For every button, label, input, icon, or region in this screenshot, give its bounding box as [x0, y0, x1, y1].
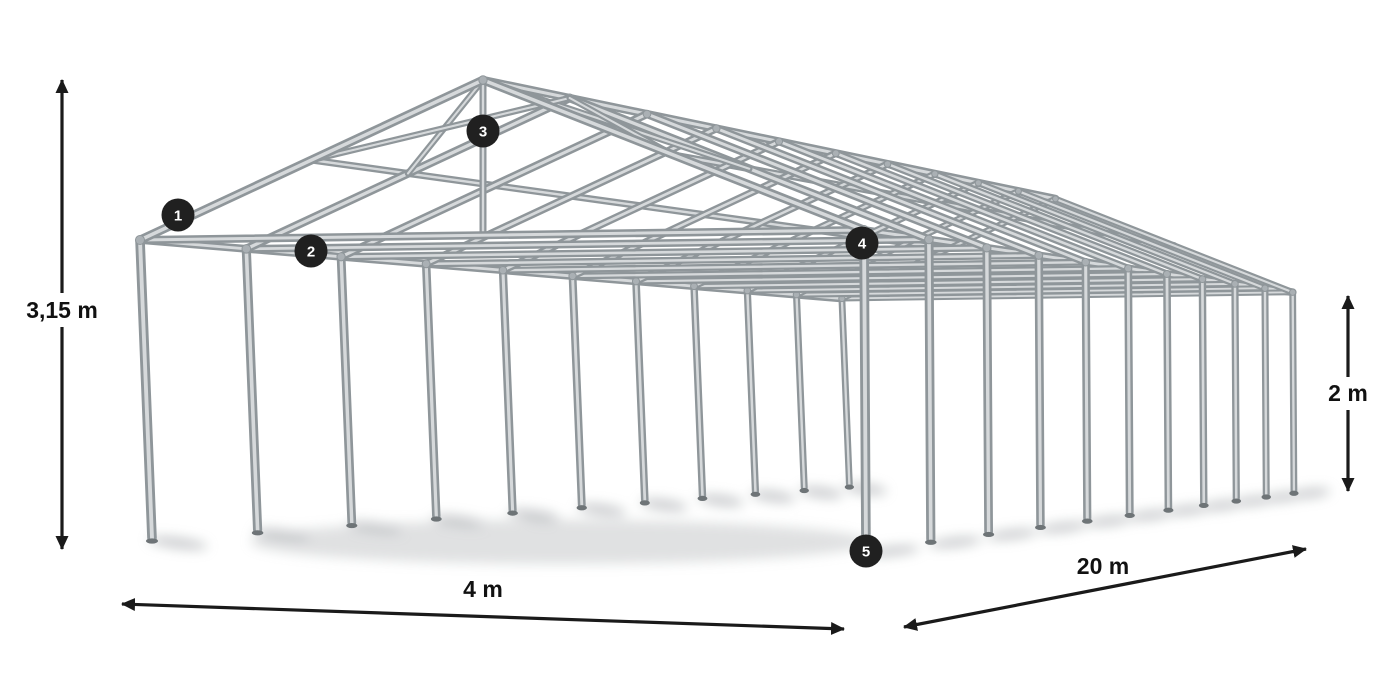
length-label: 20 m: [1077, 553, 1129, 579]
dimension-total-height: 3,15 m: [13, 79, 111, 550]
callout-badge-label: 1: [174, 208, 182, 225]
callout-badge-3: 3: [466, 114, 500, 148]
callout-badge-2: 2: [294, 234, 328, 268]
total-height-label: 3,15 m: [26, 297, 98, 323]
callout-badge-1: 1: [161, 198, 195, 232]
callout-badge-4: 4: [845, 226, 879, 260]
side-height-label: 2 m: [1328, 380, 1368, 406]
total-height-label-bg: [13, 293, 111, 327]
dimension-annotations: 3,15 m 2 m 4 m 20 m: [13, 79, 1377, 636]
callout-badges: 1 2 3 4 5: [161, 114, 883, 568]
side-height-label-bg: [1319, 377, 1377, 410]
tent-frame: [135, 75, 1299, 554]
length-arrow: [903, 545, 1307, 631]
dimension-width: 4 m: [121, 576, 845, 636]
callout-badge-5: 5: [849, 534, 883, 568]
ground-shadows: [148, 483, 1331, 564]
width-label: 4 m: [463, 576, 503, 602]
callout-badge-label: 5: [862, 544, 870, 561]
callout-badge-label: 4: [858, 236, 867, 253]
callout-badge-label: 3: [479, 124, 487, 141]
width-arrow: [121, 597, 845, 636]
dimension-length: 20 m: [903, 545, 1307, 631]
callout-badge-label: 2: [307, 244, 315, 261]
dimension-side-height: 2 m: [1319, 295, 1377, 492]
